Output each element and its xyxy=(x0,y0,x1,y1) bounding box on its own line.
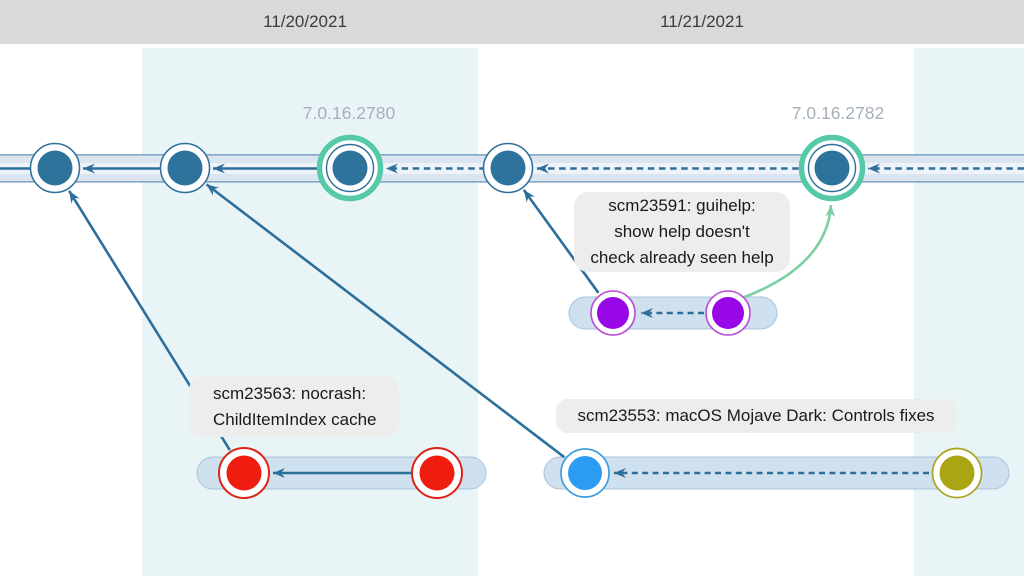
commit-node-nocrash-1[interactable] xyxy=(218,447,270,499)
branch-callout-mojave[interactable]: scm23553: macOS Mojave Dark: Controls fi… xyxy=(556,399,956,433)
edge-guihelp-merge-green xyxy=(741,204,836,300)
callout-line: scm23553: macOS Mojave Dark: Controls fi… xyxy=(577,406,935,425)
commit-node-trunk-4[interactable] xyxy=(482,142,534,194)
commit-node-tagged-2780[interactable] xyxy=(316,134,384,202)
commit-node-tagged-2782[interactable] xyxy=(798,134,866,202)
edge-guihelp-to-trunk xyxy=(522,189,600,294)
commit-node-trunk-2[interactable] xyxy=(159,142,211,194)
tag-label-2780: 7.0.16.2780 xyxy=(303,103,396,123)
edge-mojave-to-trunk xyxy=(205,183,566,459)
callout-line: ChildItemIndex cache xyxy=(213,409,377,429)
branch-callout-guihelp[interactable]: scm23591: guihelp: show help doesn't che… xyxy=(574,192,790,272)
branch-callout-nocrash[interactable]: scm23563: nocrash: ChildItemIndex cache xyxy=(189,376,399,437)
callout-line: check already seen help xyxy=(590,248,774,267)
commit-node-guihelp-1[interactable] xyxy=(590,290,636,336)
callout-line: show help doesn't xyxy=(614,222,750,241)
commit-node-mojave-tail[interactable] xyxy=(931,447,983,499)
date-header-bar: 11/20/2021 11/21/2021 xyxy=(0,0,1024,47)
branch-lane-mojave xyxy=(543,456,1010,490)
date-label-right: 11/21/2021 xyxy=(660,12,744,31)
commit-node-nocrash-2[interactable] xyxy=(411,447,463,499)
commit-node-mojave-head[interactable] xyxy=(560,448,610,498)
commit-node-trunk-1[interactable] xyxy=(29,142,81,194)
callout-line: scm23563: nocrash: xyxy=(213,383,367,403)
callout-line: scm23591: guihelp: xyxy=(608,196,756,215)
commit-node-guihelp-2[interactable] xyxy=(705,290,751,336)
tag-label-2782: 7.0.16.2782 xyxy=(792,103,884,123)
date-label-left: 11/20/2021 xyxy=(263,12,347,31)
